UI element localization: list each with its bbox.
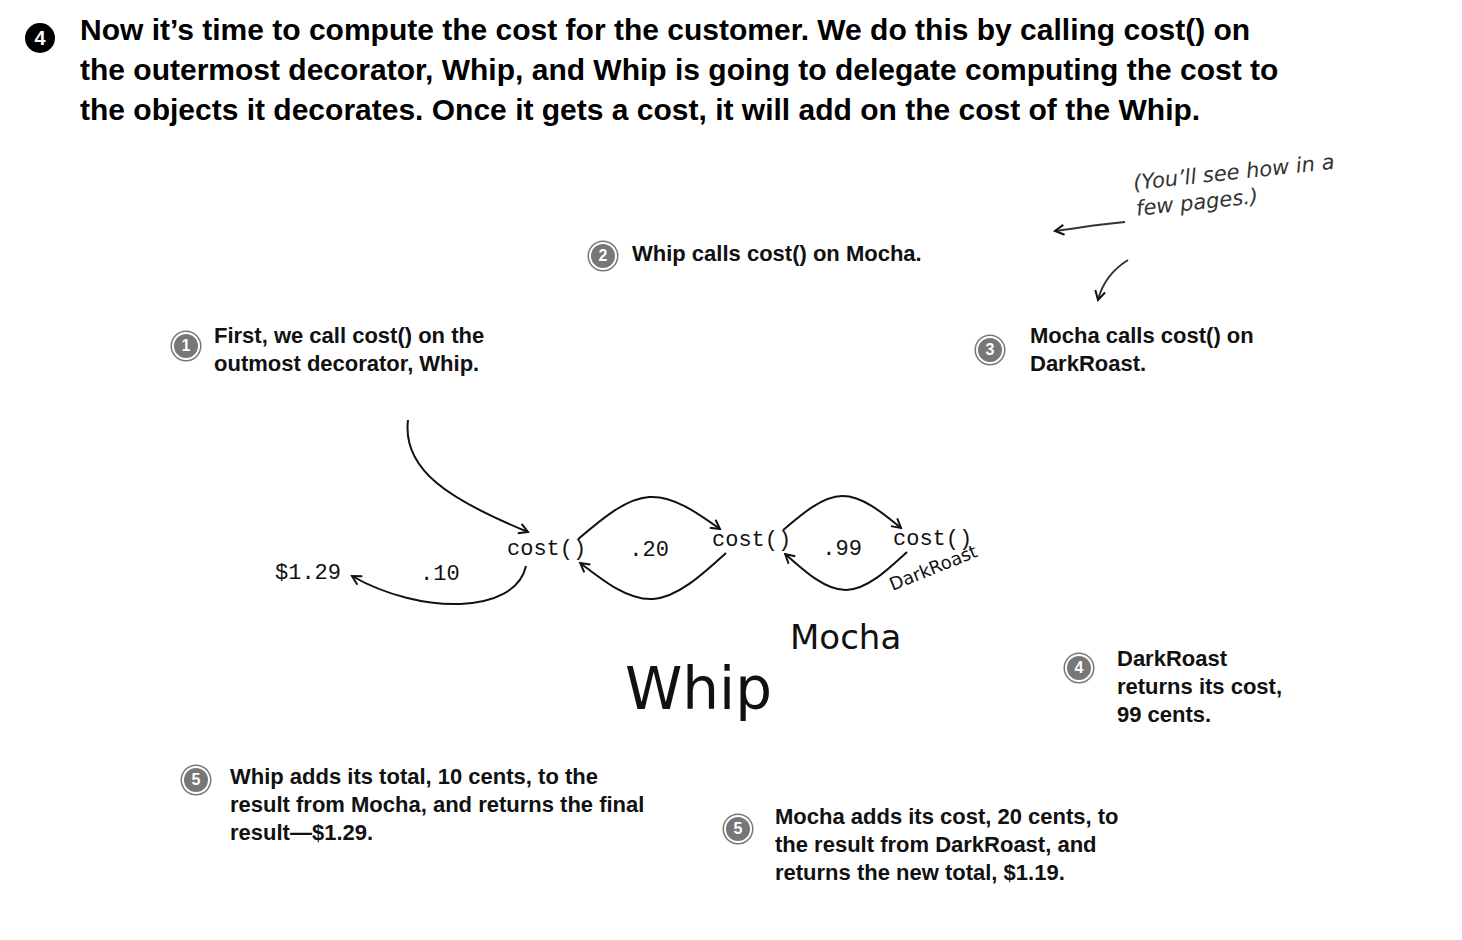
callout-number: 2 [589,242,617,270]
callout-number: 5 [182,766,210,794]
method-call: cost() [712,528,791,554]
method-call: cost() [507,537,586,563]
handwritten-note: (You’ll see how in a few pages.) [1132,145,1376,222]
step-text: DarkRoast returns its cost, 99 cents. [1117,645,1299,729]
component-circle-shape [865,474,1001,610]
callout-number: 3 [976,336,1004,364]
call-arrow [783,496,901,530]
final-cost: $1.29 [275,561,341,587]
call-arrow [578,497,720,539]
step-text: First, we call cost() on the outmost dec… [214,322,574,378]
cost-value: .10 [420,562,460,588]
step-text: Whip adds its total, 10 cents, to the re… [230,763,645,847]
decorator-oval-shape [468,340,1088,772]
note-arrow [1055,222,1125,231]
cost-value: .99 [822,537,862,563]
decorator-oval: cost() Whip cost() Mocha cost()DarkRoast [466,338,1090,774]
note-arrow [1098,260,1128,300]
decorator-oval: cost() Mocha cost()DarkRoast [685,408,1075,692]
callout-number: 4 [1065,654,1093,682]
decorator-name: Whip [625,656,772,723]
step-text: Mocha adds its cost, 20 cents, to the re… [775,803,1120,887]
cost-value: .20 [629,538,669,564]
step-text: Mocha calls cost() on DarkRoast. [1030,322,1330,378]
callout-number: 1 [172,332,200,360]
step-text: Whip calls cost() on Mocha. [632,240,1052,268]
component-circle: cost()DarkRoast [863,472,1003,612]
step-number: 4 [25,23,55,53]
title: Now it’s time to compute the cost for th… [80,10,1280,130]
leader-arrow [407,420,528,532]
decorator-oval-shape [687,410,1073,690]
callout-number: 5 [724,815,752,843]
decorator-name: Mocha [790,618,901,657]
